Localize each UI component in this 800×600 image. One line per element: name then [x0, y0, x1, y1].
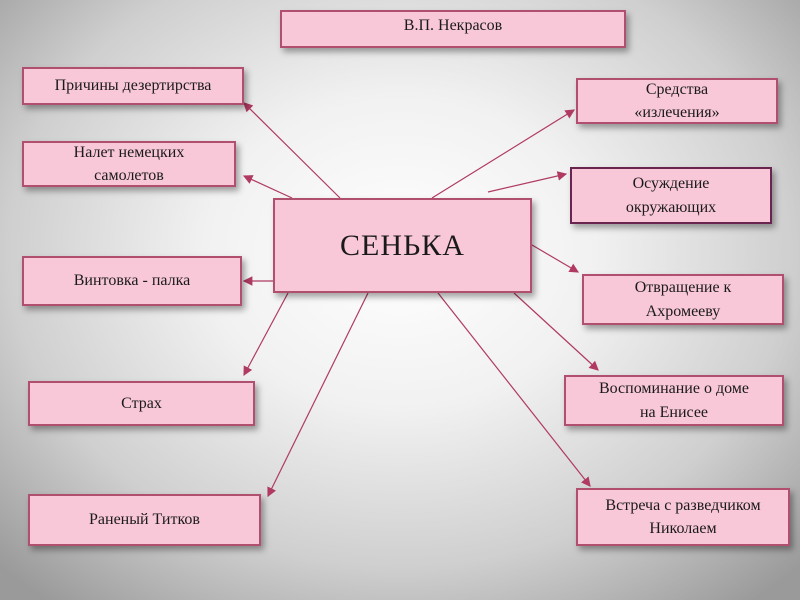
node-desertion-reasons: Причины дезертирства: [22, 67, 244, 105]
arrow-to-air-raid: [242, 175, 293, 199]
node-label: Причины дезертирства: [54, 77, 212, 95]
node-rifle-stick: Винтовка - палка: [22, 256, 242, 306]
node-disgust-akhromeev: Отвращение к Ахромееву: [582, 274, 784, 325]
node-wounded-titkov: Раненый Титков: [28, 494, 261, 546]
arrow-to-disgust-akhromeev: [531, 244, 580, 273]
node-label: Винтовка - палка: [73, 272, 191, 290]
node-label: Встреча с разведчиком Николаем: [605, 496, 761, 537]
central-node-label: СЕНЬКА: [340, 228, 465, 262]
node-meeting-scout: Встреча с разведчиком Николаем: [576, 488, 790, 546]
node-label: Осуждение окружающих: [625, 175, 717, 216]
arrow-to-meeting-scout: [437, 292, 591, 487]
node-memory-home: Воспоминание о доме на Енисее: [564, 375, 784, 426]
node-fear: Страх: [28, 381, 255, 426]
node-label: Страх: [121, 394, 162, 412]
arrow-to-wounded-titkov: [267, 292, 369, 498]
node-label: Средства «излечения»: [634, 80, 720, 121]
node-air-raid: Налет немецких самолетов: [22, 141, 236, 187]
central-node: СЕНЬКА: [273, 198, 532, 293]
node-label: Раненый Титков: [89, 511, 200, 529]
arrow-to-condemnation: [487, 171, 568, 193]
arrow-to-desertion-reasons: [243, 102, 341, 199]
arrow-to-cure-means: [431, 109, 576, 199]
node-cure-means: Средства «излечения»: [576, 78, 778, 124]
node-label: Воспоминание о доме на Енисее: [598, 380, 750, 421]
node-label: Налет немецких самолетов: [73, 143, 185, 184]
node-label: Отвращение к Ахромееву: [634, 279, 732, 320]
author-box: В.П. Некрасов: [280, 10, 626, 48]
arrow-to-memory-home: [513, 292, 599, 371]
arrow-to-fear: [243, 292, 289, 377]
author-label: В.П. Некрасов: [403, 17, 503, 34]
node-condemnation: Осуждение окружающих: [570, 167, 772, 224]
